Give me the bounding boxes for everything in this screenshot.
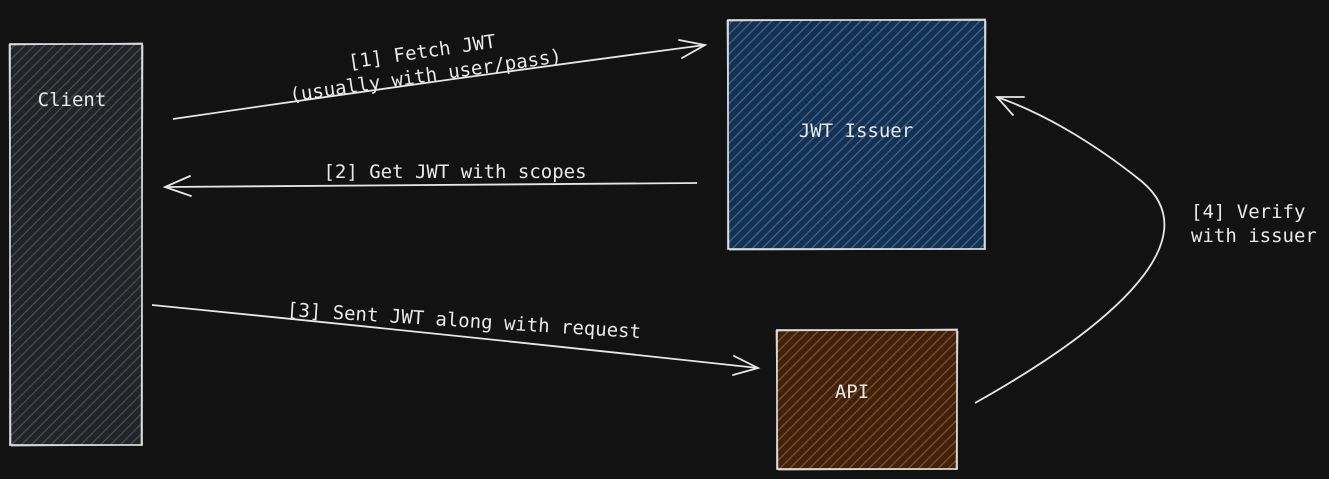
issuer-box (727, 19, 986, 250)
issuer-box-sketch-stroke (726, 18, 987, 251)
edge-fetch-arrowhead (678, 39, 708, 59)
edge-verify-arrowhead (994, 96, 1025, 116)
edge-fetch-jwt: [1] Fetch JWT (usually with user/pass) (172, 31, 708, 120)
edge-verify-label-line2: with issuer (1191, 225, 1317, 247)
client-box-sketch-stroke (8, 42, 144, 447)
client-label: Client (38, 89, 107, 111)
api-box (776, 329, 958, 470)
issuer-node[interactable]: JWT Issuer (726, 18, 987, 251)
api-node[interactable]: API (775, 328, 959, 471)
api-label: API (835, 381, 869, 403)
edge-verify-arrow-line (974, 96, 1166, 404)
edge-get-label: [2] Get JWT with scopes (323, 161, 586, 183)
edge-verify: [4] Verify with issuer (974, 96, 1317, 404)
edge-get-jwt: [2] Get JWT with scopes (162, 161, 698, 197)
api-box-sketch-stroke (775, 328, 959, 471)
edge-send-arrow-line (151, 304, 759, 369)
edge-send-jwt: [3] Sent JWT along with request (151, 299, 761, 376)
edge-get-arrowhead (162, 175, 192, 197)
edge-fetch-arrow-line (172, 44, 706, 120)
edge-send-arrowhead (732, 355, 761, 376)
issuer-label: JWT Issuer (799, 120, 913, 142)
client-box (9, 43, 143, 446)
edge-verify-label-line1: [4] Verify (1191, 201, 1305, 223)
edge-get-arrow-line (164, 182, 698, 188)
client-node[interactable]: Client (8, 42, 144, 447)
